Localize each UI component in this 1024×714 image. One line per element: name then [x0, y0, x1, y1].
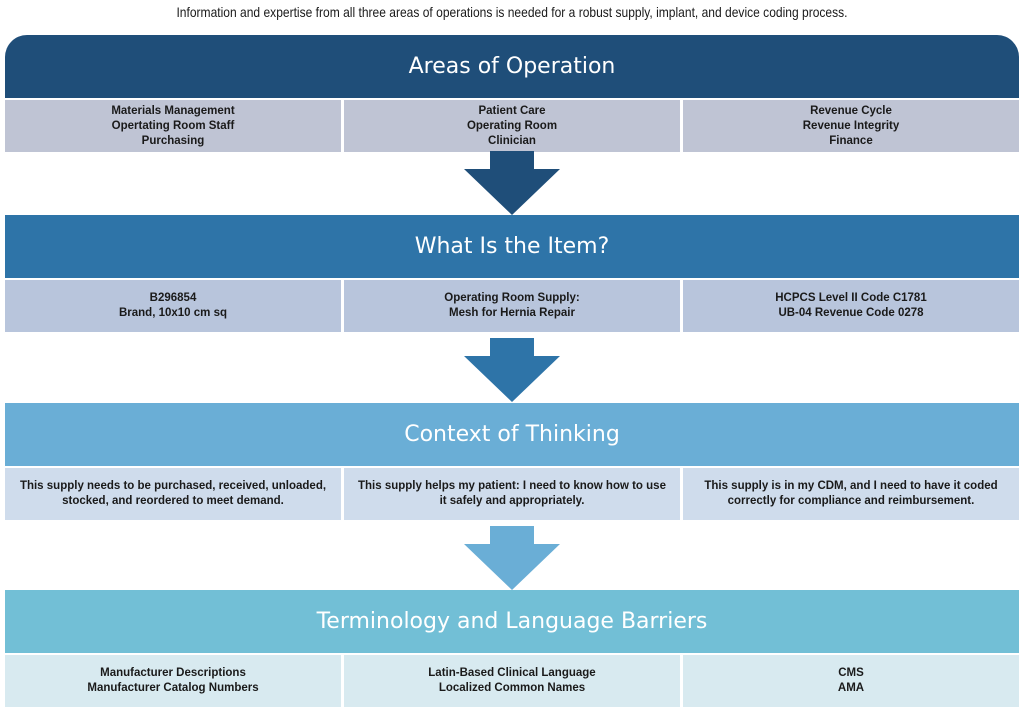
section-header: Terminology and Language Barriers	[5, 590, 1019, 653]
cell-context-patient: This supply helps my patient: I need to …	[344, 468, 680, 520]
cell-terminology-agencies: CMS AMA	[683, 655, 1019, 707]
section-terminology-barriers: Terminology and Language Barriers Manufa…	[5, 590, 1019, 707]
cell-line: AMA	[837, 682, 865, 694]
section-row: Materials Management Opertating Room Sta…	[5, 100, 1019, 152]
cell-line: Localized Common Names	[438, 682, 586, 694]
section-row: This supply needs to be purchased, recei…	[5, 468, 1019, 520]
cell-line: Operating Room Supply:	[444, 292, 580, 304]
cell-line: Clinician	[488, 134, 536, 147]
cell-materials: Materials Management Opertating Room Sta…	[5, 100, 341, 152]
cell-line: This supply needs to be purchased, recei…	[19, 480, 327, 492]
cell-item-codes: HCPCS Level II Code C1781 UB-04 Revenue …	[683, 280, 1019, 332]
cell-line: Revenue Integrity	[802, 119, 900, 132]
cell-line: Revenue Cycle	[810, 104, 892, 117]
cell-line: Finance	[829, 134, 873, 147]
cell-line: This supply is in my CDM, and I need to …	[704, 480, 998, 492]
cell-context-materials: This supply needs to be purchased, recei…	[5, 468, 341, 520]
cell-line: UB-04 Revenue Code 0278	[778, 307, 924, 319]
cell-terminology-manufacturer: Manufacturer Descriptions Manufacturer C…	[5, 655, 341, 707]
section-header: What Is the Item?	[5, 215, 1019, 278]
cell-context-revenue: This supply is in my CDM, and I need to …	[683, 468, 1019, 520]
caption: Information and expertise from all three…	[176, 4, 848, 20]
cell-line: Manufacturer Descriptions	[100, 667, 246, 679]
down-arrow-icon	[462, 151, 562, 215]
section-context-of-thinking: Context of Thinking This supply needs to…	[5, 403, 1019, 520]
cell-line: Mesh for Hernia Repair	[449, 307, 575, 319]
cell-line: CMS	[838, 667, 864, 679]
cell-line: Operating Room	[466, 119, 558, 132]
section-header: Context of Thinking	[5, 403, 1019, 466]
section-row: B296854 Brand, 10x10 cm sq Operating Roo…	[5, 280, 1019, 332]
section-areas-of-operation: Areas of Operation Materials Management …	[5, 35, 1019, 152]
section-row: Manufacturer Descriptions Manufacturer C…	[5, 655, 1019, 707]
cell-revenue-cycle: Revenue Cycle Revenue Integrity Finance	[683, 100, 1019, 152]
cell-line: HCPCS Level II Code C1781	[775, 292, 927, 304]
down-arrow-icon	[462, 338, 562, 402]
section-what-is-the-item: What Is the Item? B296854 Brand, 10x10 c…	[5, 215, 1019, 332]
section-header: Areas of Operation	[5, 35, 1019, 98]
cell-line: it safely and appropriately.	[439, 495, 585, 507]
cell-item-id: B296854 Brand, 10x10 cm sq	[5, 280, 341, 332]
cell-line: Patient Care	[478, 104, 546, 117]
cell-line: Brand, 10x10 cm sq	[118, 307, 228, 319]
cell-line: B296854	[149, 292, 197, 304]
cell-line: Purchasing	[141, 134, 205, 147]
cell-line: stocked, and reordered to meet demand.	[62, 495, 284, 507]
cell-line: Latin-Based Clinical Language	[428, 667, 596, 679]
cell-line: Opertating Room Staff	[111, 119, 235, 132]
cell-line: Manufacturer Catalog Numbers	[87, 682, 259, 694]
cell-item-supply: Operating Room Supply: Mesh for Hernia R…	[344, 280, 680, 332]
cell-line: correctly for compliance and reimburseme…	[727, 495, 975, 507]
cell-terminology-clinical: Latin-Based Clinical Language Localized …	[344, 655, 680, 707]
cell-line: Materials Management	[111, 104, 235, 117]
cell-line: This supply helps my patient: I need to …	[358, 480, 666, 492]
cell-patient-care: Patient Care Operating Room Clinician	[344, 100, 680, 152]
down-arrow-icon	[462, 526, 562, 590]
